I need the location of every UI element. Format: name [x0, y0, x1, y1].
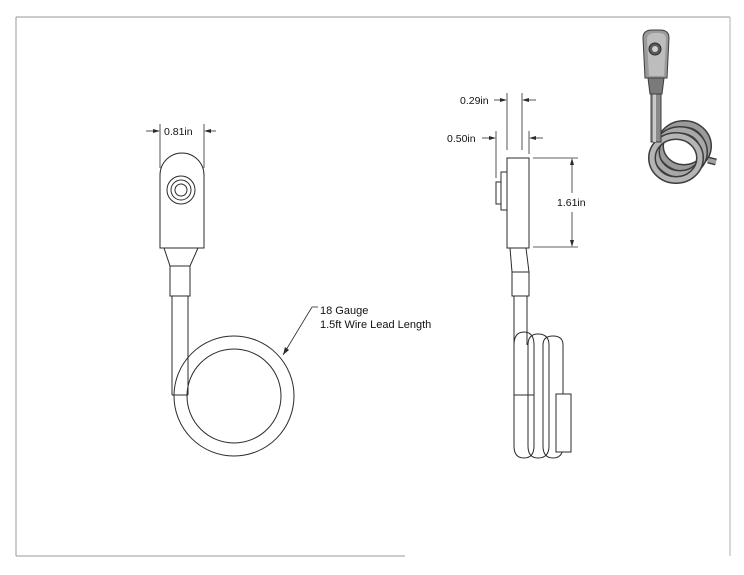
dim-label-1-61in: 1.61in	[557, 197, 586, 209]
side-coil	[513, 331, 572, 459]
dim-label-0-81in: 0.81in	[164, 126, 193, 138]
ring-hole-inner	[174, 183, 188, 197]
ring-hole-outer	[166, 175, 196, 205]
dim-side-top	[494, 93, 536, 150]
ring-terminal-outline	[159, 152, 205, 249]
crimp-taper	[163, 247, 199, 297]
dim-side-bottom	[482, 131, 543, 178]
side-stud-base	[500, 171, 508, 211]
wire-loop-inner	[186, 348, 282, 444]
dim-label-0-50in: 0.50in	[447, 133, 476, 145]
front-view: 0.81in 18 Gauge 1.5ft Wire Lead Length	[146, 124, 431, 457]
dim-terminal-width	[146, 124, 216, 168]
note-lead-length: 1.5ft Wire Lead Length	[320, 319, 431, 331]
sheet-border	[15, 16, 731, 557]
side-terminal-plate	[506, 157, 530, 249]
dim-label-0-29in: 0.29in	[460, 95, 489, 107]
side-view: 0.29in 0.50in 1.61in	[447, 93, 586, 459]
isometric-view	[642, 29, 717, 184]
ring-hole-mid	[170, 179, 192, 201]
wire-loop-outer	[173, 335, 295, 457]
dim-terminal-height	[533, 157, 578, 248]
note-gauge: 18 Gauge	[320, 305, 368, 317]
note-leader	[282, 306, 318, 356]
